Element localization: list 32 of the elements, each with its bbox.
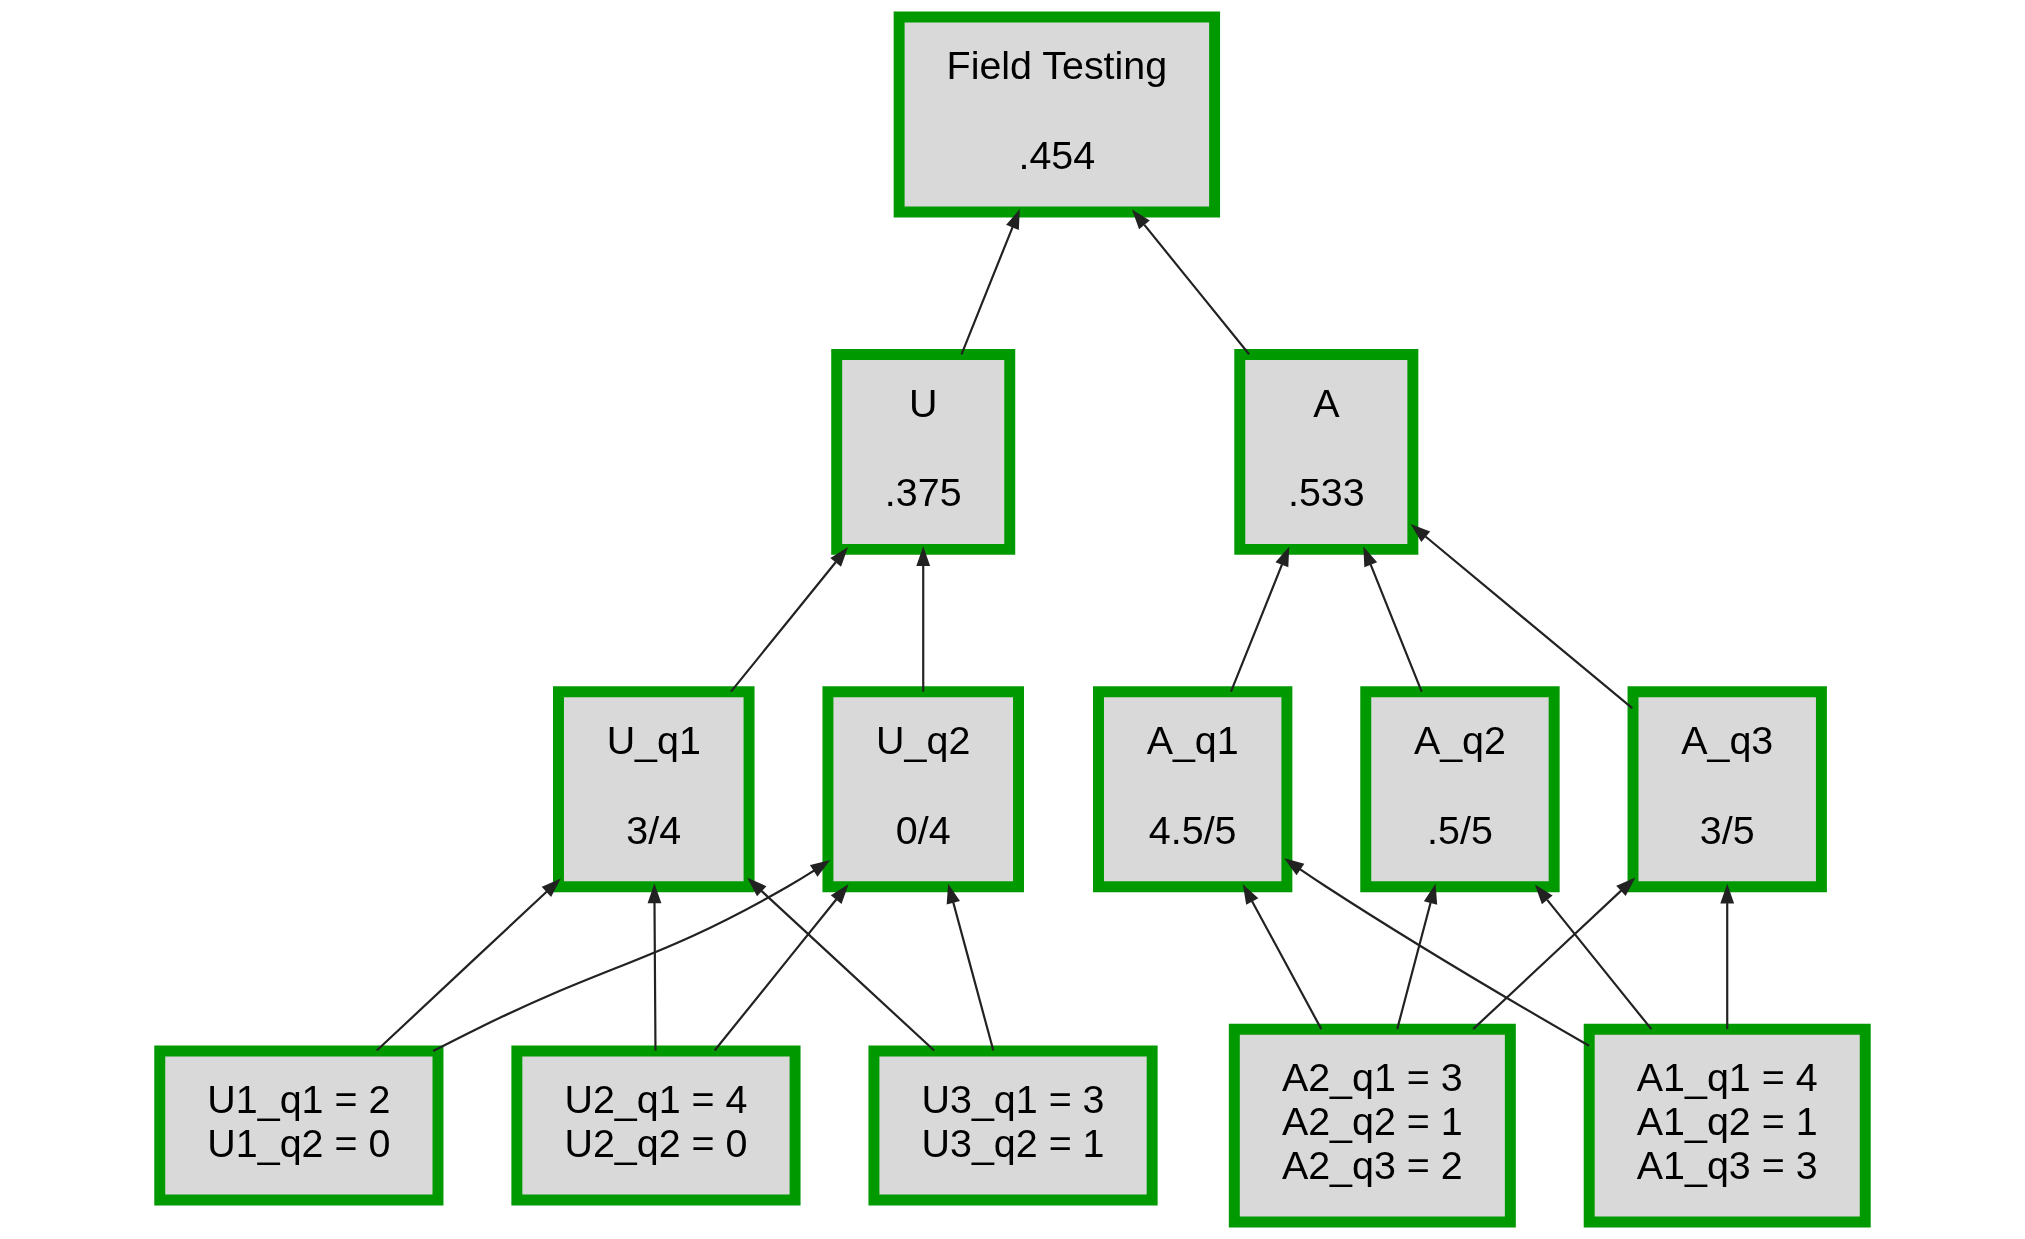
node-box: U2_q1 = 4 U2_q2 = 0 (511, 1045, 801, 1206)
node-box: A .533 (1234, 348, 1419, 555)
node-box: U .375 (831, 348, 1016, 555)
arrow (1410, 524, 1633, 710)
node-box: U1_q1 = 2 U1_q2 = 0 (154, 1045, 444, 1206)
node-box: U_q2 0/4 (822, 686, 1024, 893)
arrow (730, 546, 849, 693)
arrow (1472, 877, 1636, 1030)
arrow (1132, 209, 1250, 355)
arrow (1534, 884, 1653, 1030)
arrow (1396, 883, 1438, 1030)
node-box: A_q1 4.5/5 (1093, 686, 1293, 893)
arrow (960, 209, 1020, 355)
node-box: U_q1 3/4 (553, 686, 755, 893)
node-box: A2_q1 = 3 A2_q2 = 1 A2_q3 = 2 (1228, 1023, 1516, 1228)
arrow (1720, 883, 1735, 1030)
arrow (713, 884, 849, 1052)
arrow (1229, 546, 1290, 693)
node-box: U3_q1 = 3 U3_q2 = 1 (868, 1045, 1158, 1206)
arrow (747, 877, 935, 1052)
arrow (1242, 884, 1323, 1030)
arrow (376, 878, 561, 1052)
arrow (1363, 546, 1423, 693)
node-box: A1_q1 = 4 A1_q2 = 1 A1_q3 = 3 (1583, 1023, 1871, 1228)
arrow (647, 883, 662, 1051)
arrow (432, 860, 831, 1052)
node-box: A_q3 3/5 (1627, 686, 1827, 893)
arrow (1284, 858, 1590, 1047)
arrow (916, 546, 931, 692)
node-box: A_q2 .5/5 (1360, 686, 1560, 893)
node-box: Field Testing .454 (893, 11, 1221, 218)
arrow (946, 883, 995, 1051)
